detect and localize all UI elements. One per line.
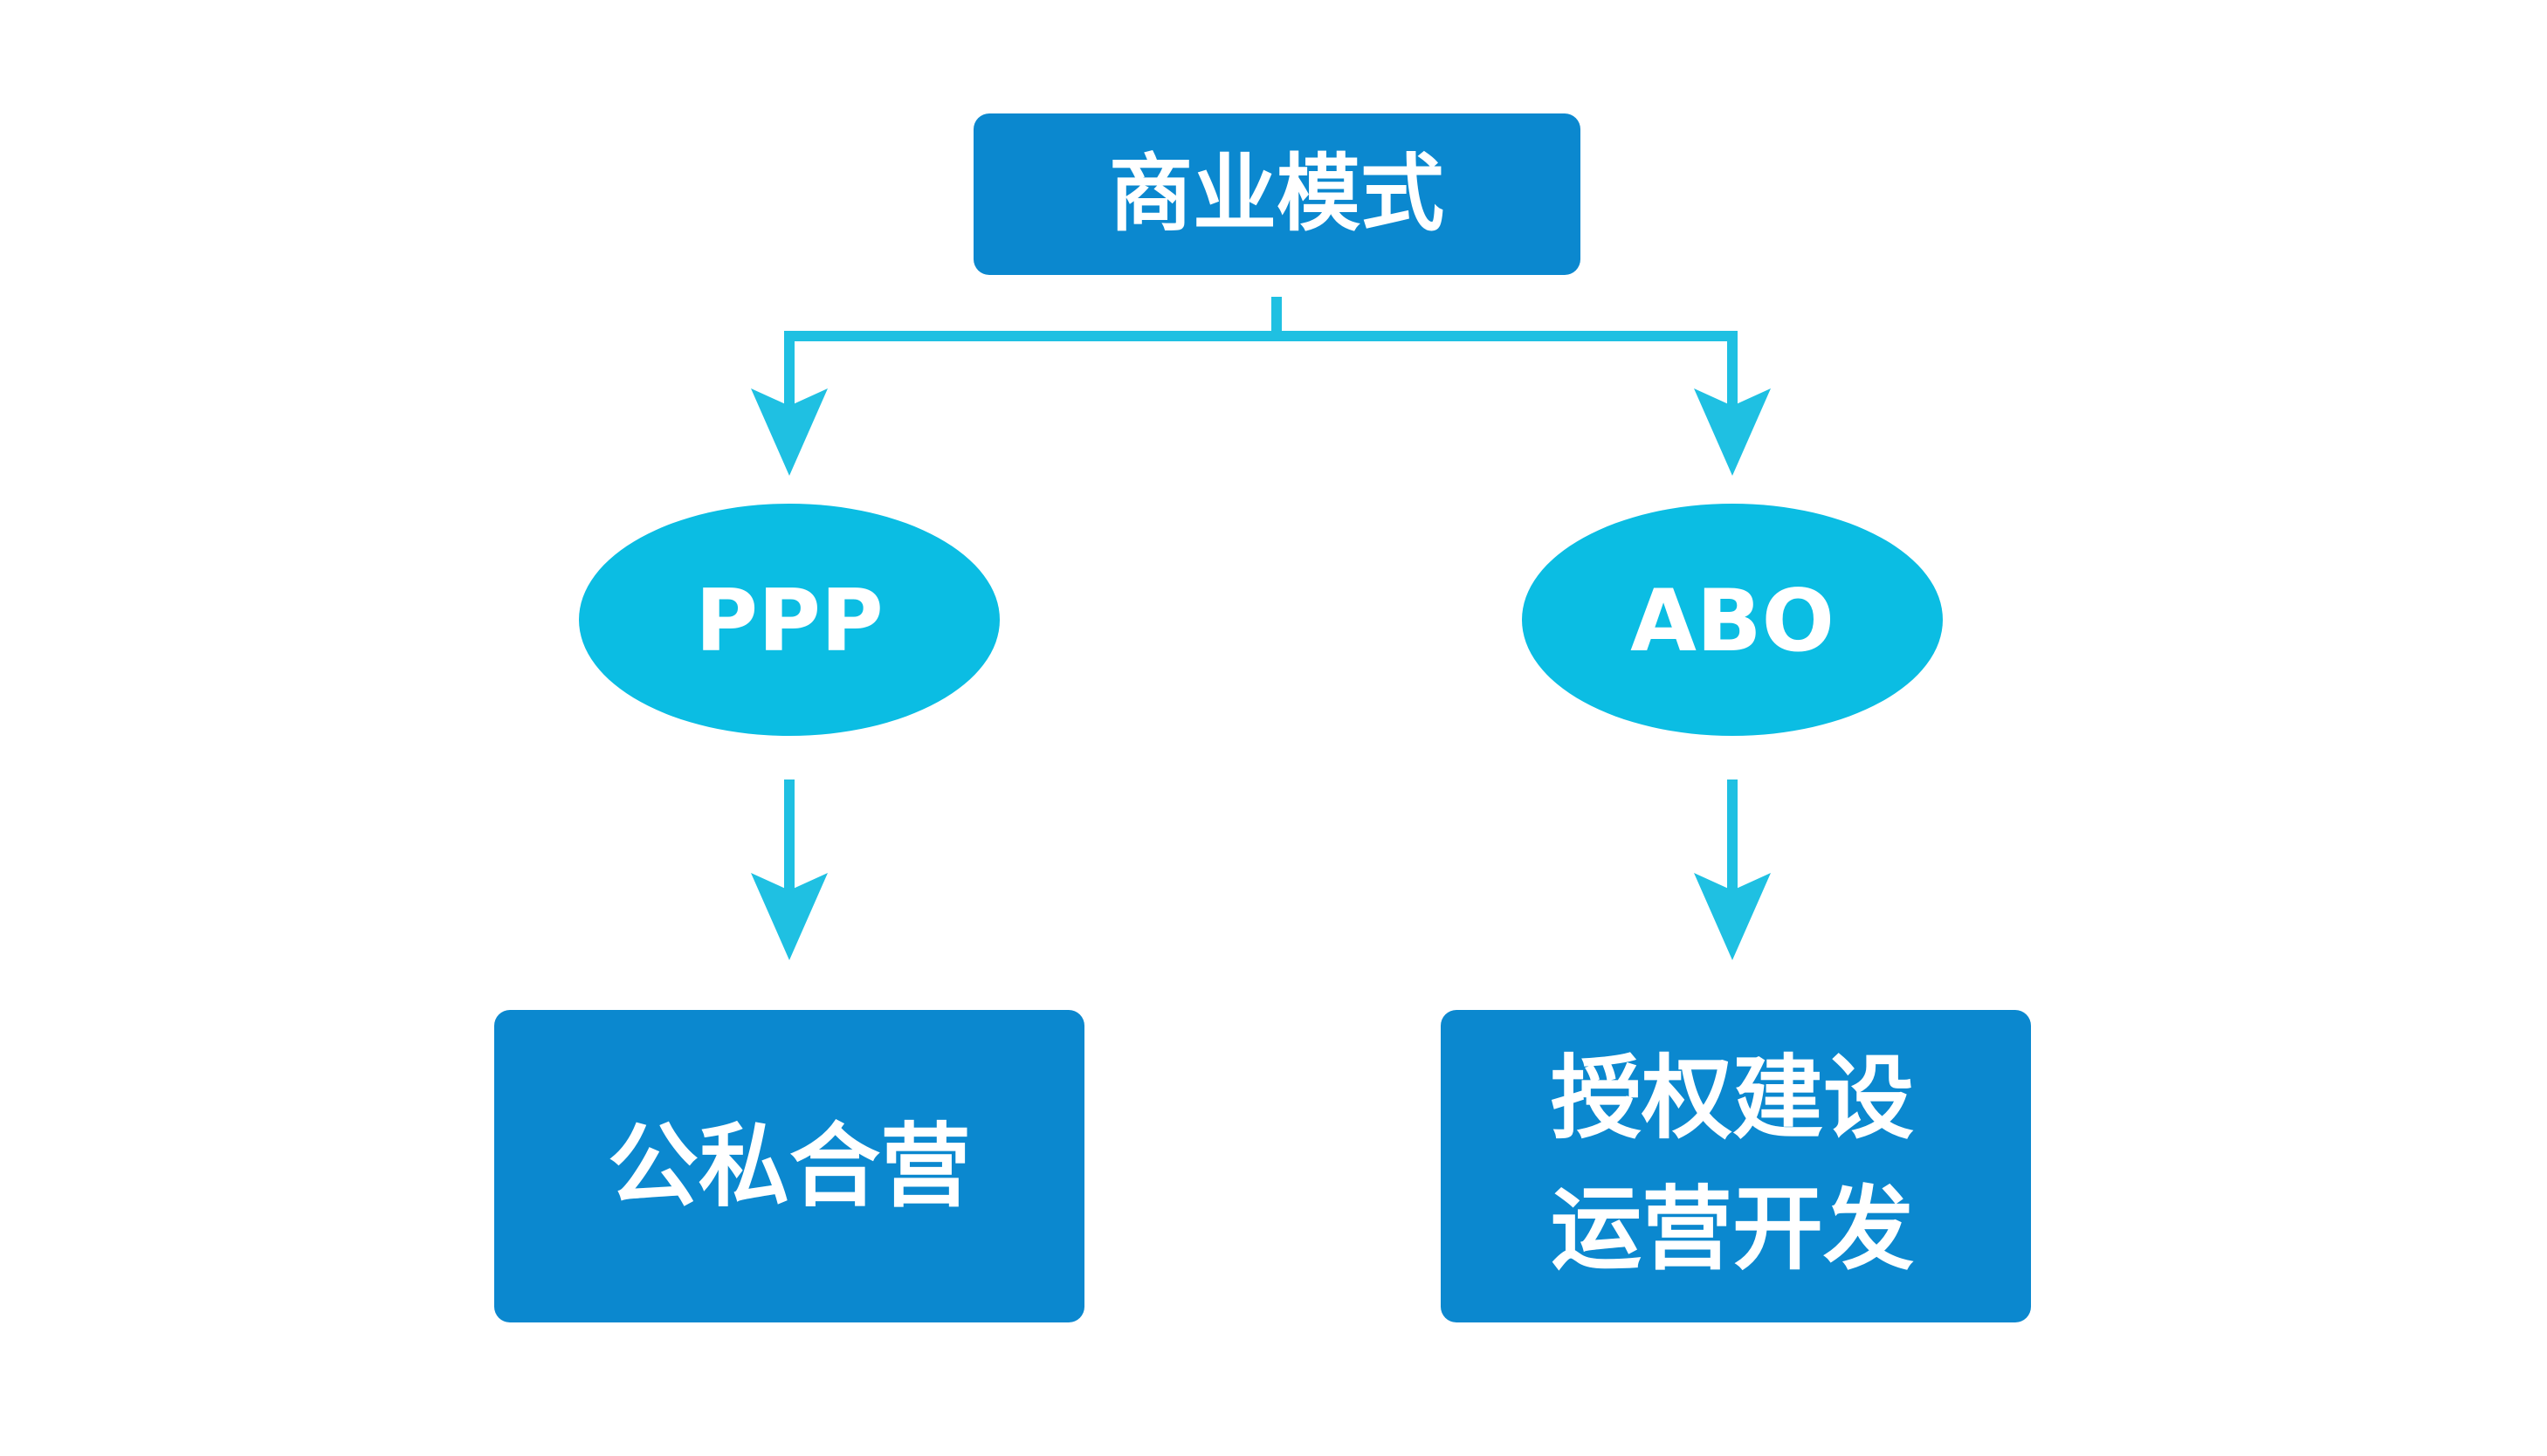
- right-down-arrowhead: [1694, 873, 1771, 960]
- root-box: [974, 113, 1580, 275]
- root-node: 商业模式: [974, 113, 1580, 275]
- ppp-result-node: 公私合营: [494, 1010, 1084, 1322]
- abo-node: ABO: [1522, 504, 1943, 736]
- ppp-result-box: [494, 1010, 1084, 1322]
- ppp-label: PPP: [695, 572, 883, 671]
- ppp-ellipse: [579, 504, 1000, 736]
- abo-result-line2: 运营开发: [1551, 1176, 1914, 1282]
- left-branch-arrowhead: [751, 388, 828, 476]
- left-down-arrowhead: [751, 873, 828, 960]
- ppp-result-label: 公私合营: [608, 1113, 971, 1219]
- abo-result-node: 授权建设 运营开发: [1441, 1010, 2031, 1322]
- right-branch-arrowhead: [1694, 388, 1771, 476]
- abo-result-box: [1441, 1010, 2031, 1322]
- abo-ellipse: [1522, 504, 1943, 736]
- abo-result-line1: 授权建设: [1551, 1045, 1914, 1151]
- abo-label: ABO: [1630, 572, 1835, 671]
- root-label: 商业模式: [1109, 145, 1444, 243]
- branch-connector: [784, 297, 1738, 419]
- ppp-node: PPP: [579, 504, 1000, 736]
